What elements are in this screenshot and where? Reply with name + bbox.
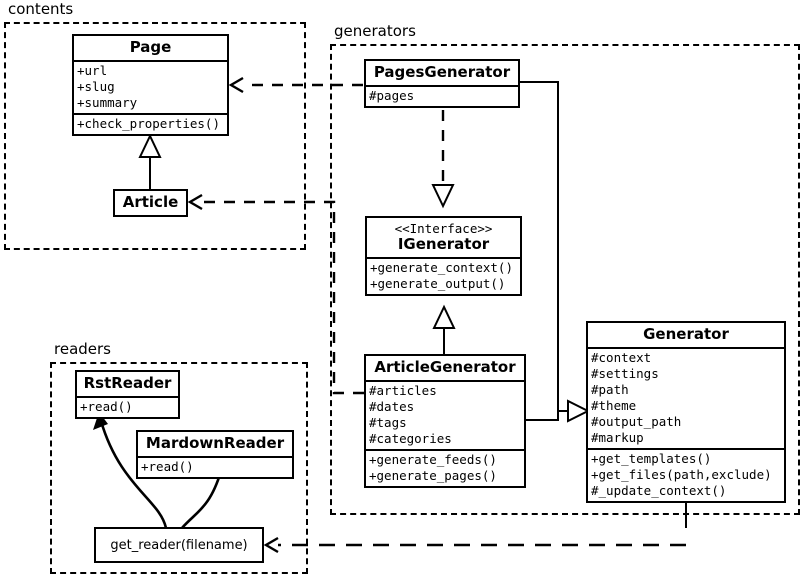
package-readers-label: readers: [52, 340, 113, 358]
class-article[interactable]: Article: [113, 189, 188, 217]
class-rst-reader-title: RstReader: [83, 374, 172, 392]
class-article-generator-attributes: #articles #dates #tags #categories: [366, 380, 524, 449]
attribute-row: #path: [591, 382, 629, 397]
class-markdown-reader[interactable]: MardownReader +read(): [136, 430, 294, 479]
class-article-generator-title: ArticleGenerator: [374, 358, 516, 376]
attribute-row: +url: [77, 63, 108, 78]
class-article-generator-methods: +generate_feeds() +generate_pages(): [366, 449, 524, 486]
attribute-row: #output_path: [591, 414, 682, 429]
relation-generator-getreader: [263, 536, 686, 554]
class-igenerator-title: <<Interface>> IGenerator: [367, 218, 520, 257]
class-markdown-reader-title: MardownReader: [145, 434, 285, 452]
package-generators-label: generators: [332, 22, 418, 40]
class-igenerator[interactable]: <<Interface>> IGenerator +generate_conte…: [365, 216, 522, 296]
method-row: +check_properties(): [77, 116, 220, 131]
attribute-row: #pages: [369, 88, 415, 103]
method-row: +get_templates(): [591, 451, 712, 466]
class-generator-methods: +get_templates() +get_files(path,exclude…: [588, 448, 784, 501]
method-row: +read(): [80, 399, 133, 414]
attribute-row: #dates: [369, 399, 415, 414]
attribute-row: #categories: [369, 431, 452, 446]
method-row: +generate_context(): [370, 260, 513, 275]
function-get-reader[interactable]: get_reader(filename): [94, 527, 264, 563]
attribute-row: #tags: [369, 415, 407, 430]
attribute-row: +summary: [77, 95, 138, 110]
method-row: +generate_output(): [370, 276, 506, 291]
class-page-methods: +check_properties(): [74, 113, 227, 134]
attribute-row: #theme: [591, 398, 637, 413]
class-generator-title: Generator: [643, 325, 729, 343]
class-markdown-reader-methods: +read(): [138, 456, 292, 477]
class-generator[interactable]: Generator #context #settings #path #them…: [586, 321, 786, 503]
method-row: +generate_feeds(): [369, 452, 497, 467]
attribute-row: #markup: [591, 430, 644, 445]
package-contents-frame: [4, 22, 306, 250]
class-igenerator-stereotype: <<Interface>>: [394, 221, 493, 236]
attribute-row: #articles: [369, 383, 437, 398]
method-row: +generate_pages(): [369, 468, 497, 483]
class-page-attributes: +url +slug +summary: [74, 60, 227, 113]
class-page[interactable]: Page +url +slug +summary +check_properti…: [72, 34, 229, 136]
function-get-reader-label: get_reader(filename): [110, 537, 248, 553]
class-rst-reader-methods: +read(): [77, 396, 178, 417]
attribute-row: #settings: [591, 366, 659, 381]
class-pages-generator-attributes: #pages: [366, 85, 518, 106]
package-contents-label: contents: [6, 0, 76, 18]
class-rst-reader[interactable]: RstReader +read(): [75, 370, 180, 419]
class-pages-generator[interactable]: PagesGenerator #pages: [364, 59, 520, 108]
method-row: #_update_context(): [591, 483, 727, 498]
class-article-generator[interactable]: ArticleGenerator #articles #dates #tags …: [364, 354, 526, 488]
class-igenerator-methods: +generate_context() +generate_output(): [367, 257, 520, 294]
class-page-title: Page: [129, 38, 172, 56]
method-row: +read(): [141, 459, 194, 474]
class-article-title: Article: [122, 193, 179, 211]
class-generator-attributes: #context #settings #path #theme #output_…: [588, 347, 784, 448]
class-igenerator-name: IGenerator: [397, 235, 490, 253]
attribute-row: +slug: [77, 79, 115, 94]
package-readers: readers: [50, 340, 308, 574]
attribute-row: #context: [591, 350, 652, 365]
class-pages-generator-title: PagesGenerator: [373, 63, 511, 81]
method-row: +get_files(path,exclude): [591, 467, 772, 482]
package-readers-frame: [50, 362, 308, 574]
package-contents: contents: [4, 0, 306, 250]
